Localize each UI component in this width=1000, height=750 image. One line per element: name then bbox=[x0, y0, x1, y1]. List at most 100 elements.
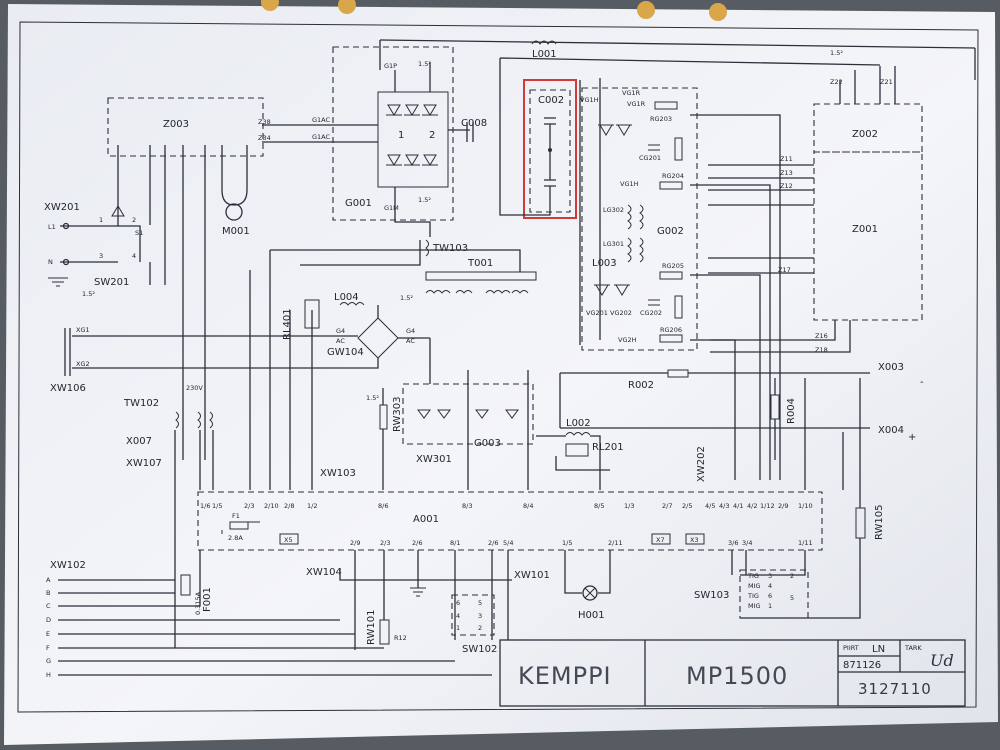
svg-text:4/2: 4/2 bbox=[747, 502, 757, 510]
label-l001: L001 bbox=[532, 49, 557, 60]
label-bridge-1: 1 bbox=[398, 130, 404, 141]
label-pin: 2 bbox=[790, 572, 794, 580]
label-vg1r: VG1R bbox=[627, 100, 646, 108]
transformer-windings bbox=[627, 204, 644, 230]
label-plus: + bbox=[908, 432, 916, 443]
transformer-tw102 bbox=[175, 411, 213, 429]
fuse-f1 bbox=[229, 521, 249, 530]
label-pin: 6 bbox=[456, 599, 460, 607]
wire bbox=[262, 124, 345, 143]
resistor bbox=[674, 295, 683, 319]
highlight-box bbox=[523, 79, 577, 219]
label-pin: 4 bbox=[132, 252, 136, 260]
paper-sheet bbox=[4, 4, 998, 745]
label-sw103: SW103 bbox=[694, 590, 729, 601]
label-r004: R004 bbox=[786, 398, 797, 424]
label-vg2h: VG2H bbox=[618, 336, 637, 344]
label-lg302: LG302 bbox=[603, 206, 624, 214]
capacitor bbox=[648, 144, 660, 151]
diodes bbox=[417, 409, 519, 419]
svg-text:8/4: 8/4 bbox=[523, 502, 533, 510]
label-s1: S1 bbox=[135, 229, 143, 237]
label-xg2: XG2 bbox=[76, 360, 90, 368]
label-wire-size: 1.5² bbox=[82, 290, 95, 298]
label-28a: 2.8A bbox=[228, 534, 243, 542]
label-230v: 230V bbox=[186, 384, 203, 392]
resistor bbox=[674, 137, 683, 161]
svg-text:F: F bbox=[46, 644, 50, 652]
wire bbox=[710, 320, 851, 353]
svg-text:2/11: 2/11 bbox=[608, 539, 623, 547]
label-l004: L004 bbox=[334, 292, 359, 303]
label-vg202: VG202 bbox=[610, 309, 632, 317]
svg-text:8/5: 8/5 bbox=[594, 502, 604, 510]
svg-text:2/3: 2/3 bbox=[380, 539, 390, 547]
wire bbox=[345, 62, 470, 215]
svg-text:G: G bbox=[46, 657, 51, 665]
svg-text:4/3: 4/3 bbox=[719, 502, 729, 510]
wire bbox=[221, 189, 248, 206]
label-z13: Z13 bbox=[780, 169, 793, 177]
label-rw303: RW303 bbox=[392, 396, 403, 432]
label-g001: G001 bbox=[345, 198, 372, 209]
box-g002 bbox=[581, 87, 698, 351]
label-x007: X007 bbox=[126, 436, 152, 447]
svg-text:1/12: 1/12 bbox=[760, 502, 775, 510]
motor-m001-symbol bbox=[225, 203, 243, 221]
svg-text:2/5: 2/5 bbox=[682, 502, 692, 510]
label-xw102: XW102 bbox=[50, 560, 86, 571]
svg-text:1/10: 1/10 bbox=[798, 502, 813, 510]
label-c002: C002 bbox=[538, 95, 564, 106]
label-pin: 3 bbox=[99, 252, 103, 260]
wire bbox=[382, 338, 529, 490]
label-c008: C008 bbox=[461, 118, 487, 129]
label-m001: M001 bbox=[222, 226, 250, 237]
lamp-h001-cross bbox=[584, 587, 596, 599]
label-a001: A001 bbox=[413, 514, 439, 525]
field-tark: TARK bbox=[904, 644, 922, 652]
box-sw102 bbox=[451, 594, 495, 636]
a001-bottom-pins: 2/9 2/3 2/6 8/1 2/6 5/4 1/5 2/11 3/6 3/4… bbox=[350, 539, 813, 547]
punch-hole bbox=[261, 0, 279, 11]
field-date: 871126 bbox=[843, 660, 881, 671]
wire bbox=[60, 225, 118, 263]
capacitor bbox=[648, 299, 660, 306]
wire bbox=[117, 170, 166, 285]
label-vg1r: VG1R bbox=[622, 89, 641, 97]
ground-symbol bbox=[48, 277, 68, 287]
svg-text:E: E bbox=[46, 630, 50, 638]
wire bbox=[117, 145, 248, 460]
label-r12: R12 bbox=[394, 634, 407, 642]
inductor-l004 bbox=[339, 302, 365, 306]
label-pin: 2 bbox=[478, 624, 482, 632]
wire bbox=[774, 378, 861, 508]
box-g001 bbox=[332, 46, 454, 221]
label-x5: X5 bbox=[284, 536, 293, 544]
lamp-h001-symbol bbox=[582, 585, 598, 601]
label-pin: 2 bbox=[132, 216, 136, 224]
label-t001: T001 bbox=[467, 258, 493, 269]
label-z38: Z38 bbox=[258, 118, 271, 126]
wire bbox=[499, 57, 881, 95]
svg-text:1/5: 1/5 bbox=[212, 502, 222, 510]
signature: Ud bbox=[930, 651, 954, 670]
xw102-terminals: A B C D E F G H bbox=[46, 550, 492, 679]
label-wire-size: 1.5² bbox=[830, 49, 843, 57]
wire bbox=[270, 240, 521, 272]
label-tig: TIG bbox=[747, 592, 759, 600]
connector-xw106 bbox=[64, 328, 71, 376]
label-rl401: RL401 bbox=[282, 308, 293, 340]
label-l003: L003 bbox=[592, 258, 617, 269]
resistor-rw101 bbox=[379, 619, 390, 645]
wire bbox=[536, 435, 610, 490]
label-vg201: VG201 bbox=[586, 309, 608, 317]
diodes bbox=[594, 284, 630, 296]
label-rw105: RW105 bbox=[874, 504, 885, 540]
wire bbox=[249, 250, 561, 490]
label-wire-size: 1.5² bbox=[418, 196, 431, 204]
label-pin: 1 bbox=[99, 216, 103, 224]
model-name: MP1500 bbox=[686, 662, 788, 690]
label-cg202: CG202 bbox=[640, 309, 662, 317]
svg-text:2/7: 2/7 bbox=[662, 502, 672, 510]
